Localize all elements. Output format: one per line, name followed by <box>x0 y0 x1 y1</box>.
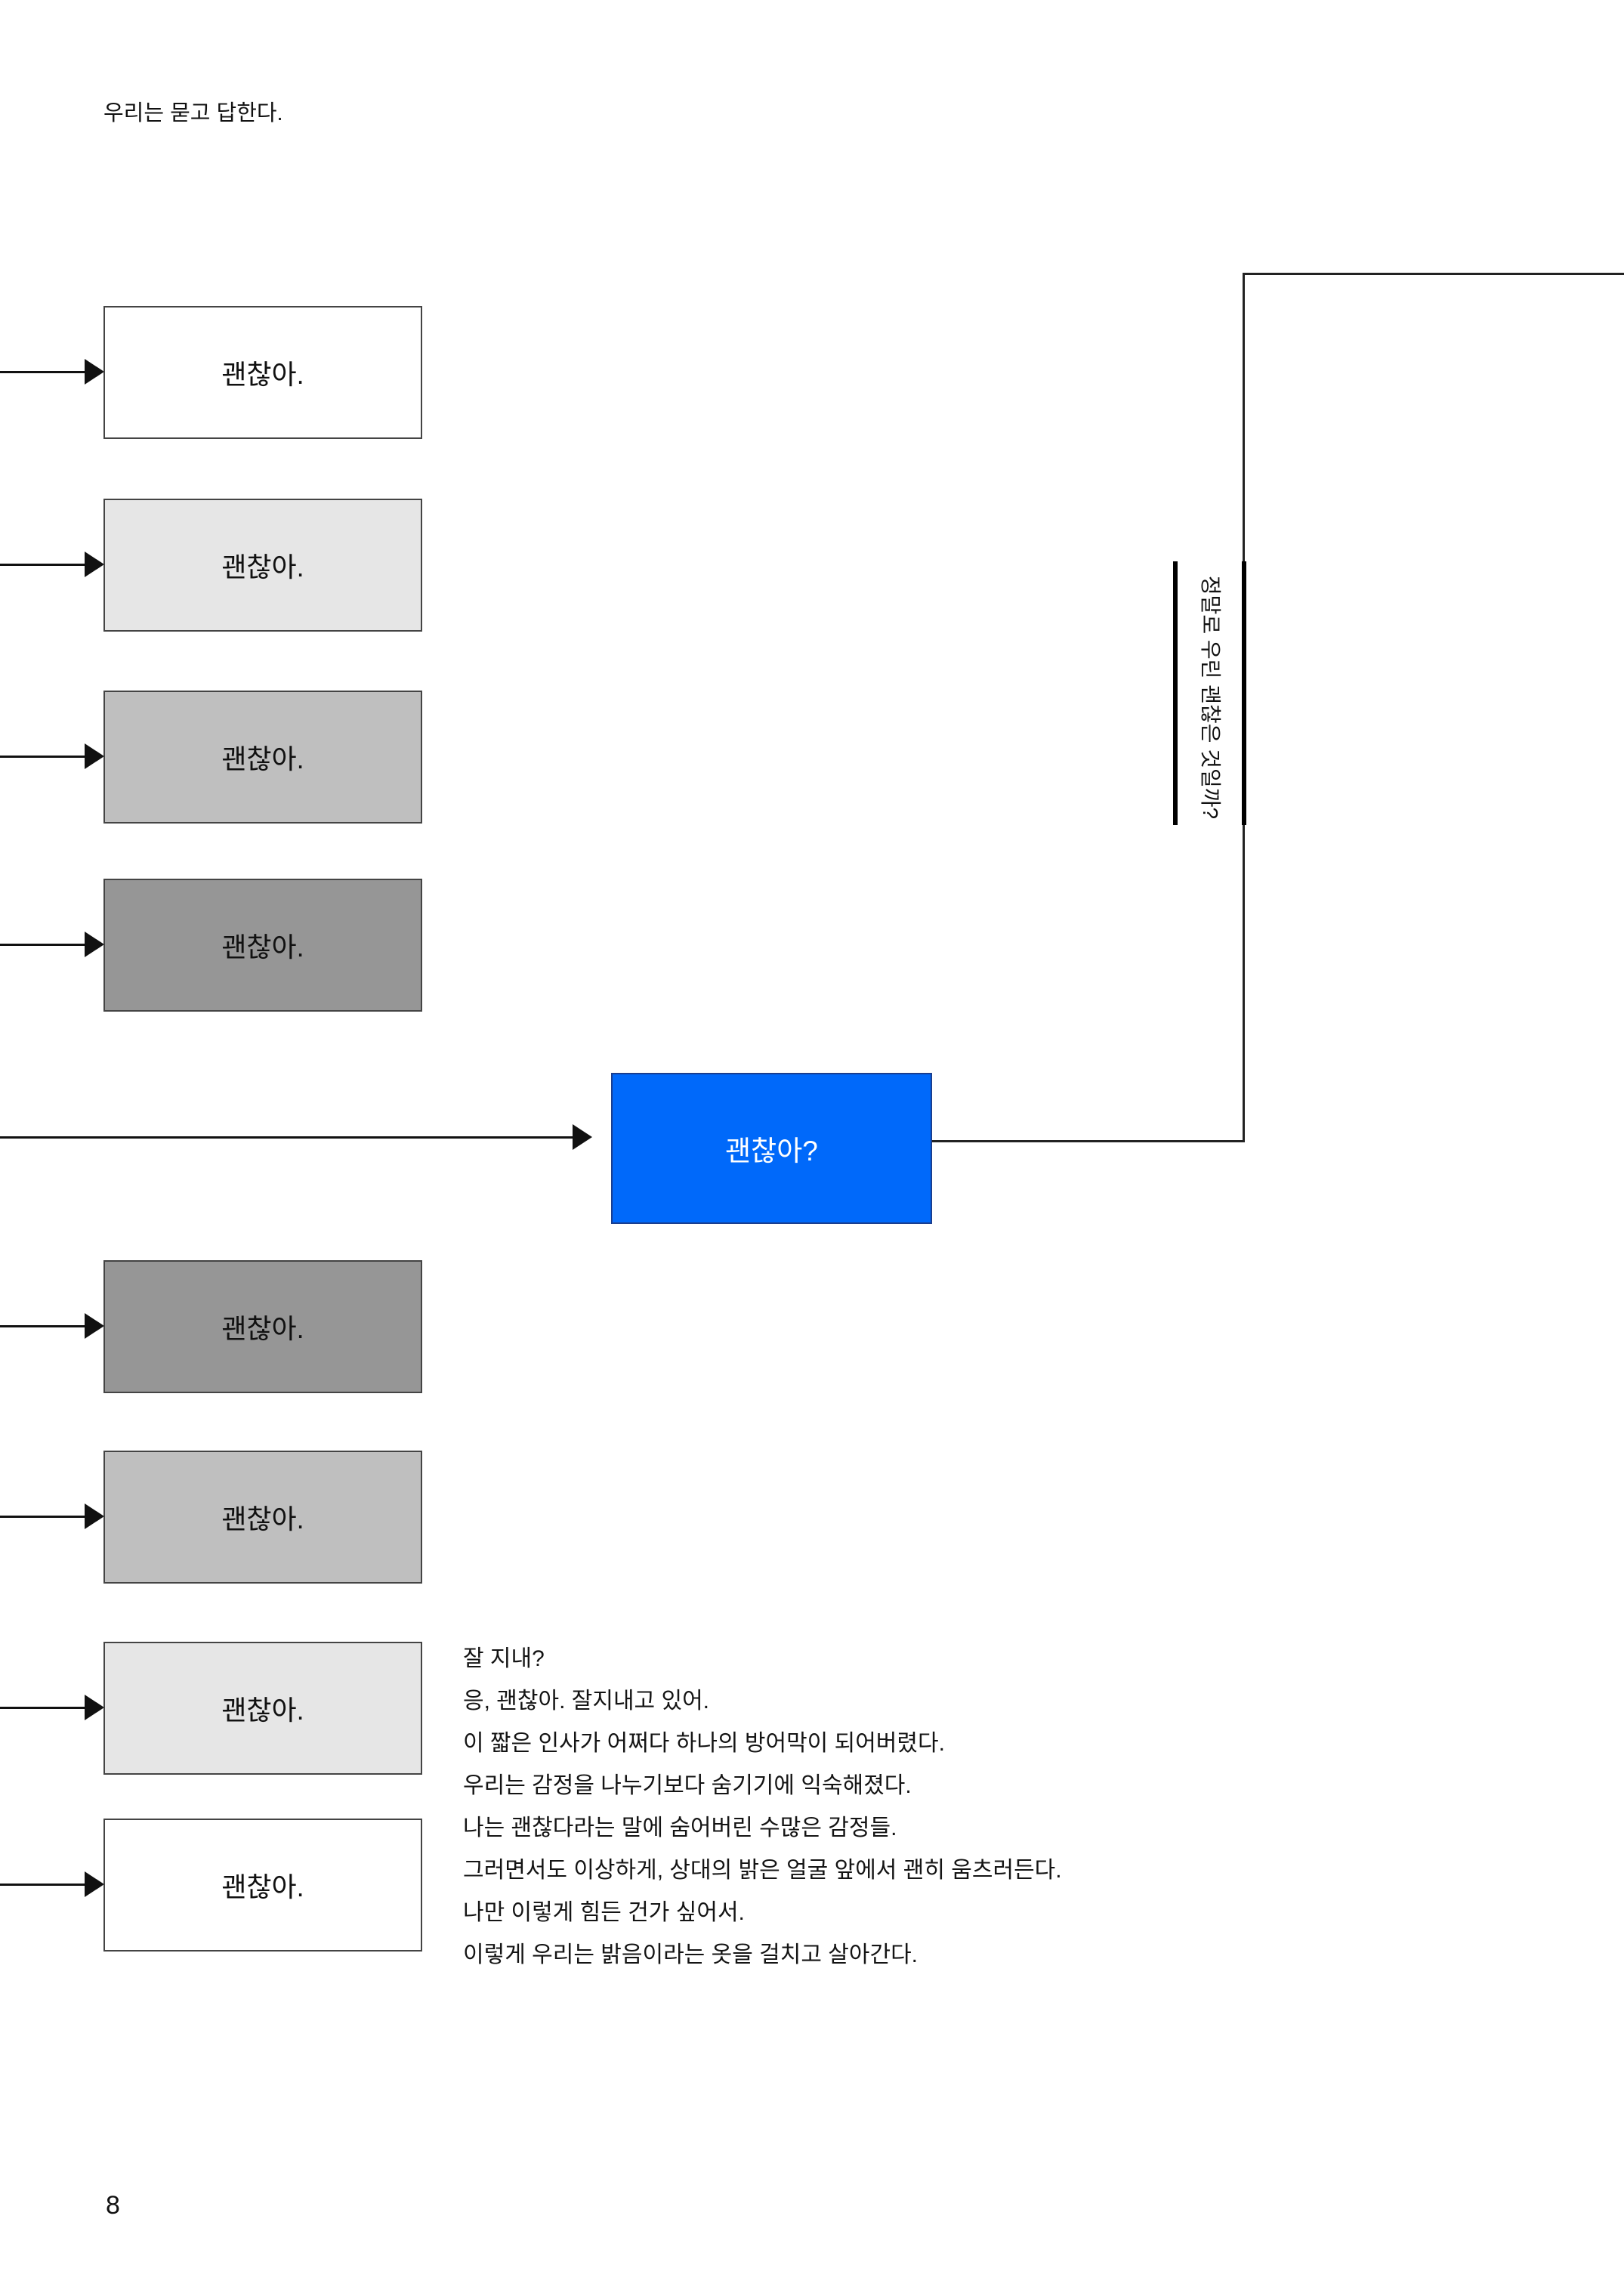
flow-row: 괜찮아. <box>0 306 453 439</box>
flow-row: 괜찮아. <box>0 691 453 824</box>
paragraph-line: 나는 괜찮다라는 말에 숨어버린 수많은 감정들. <box>463 1816 897 1840</box>
flow-row: 괜찮아. <box>0 499 453 632</box>
arrow-line <box>0 944 86 946</box>
answer-box: 괜찮아. <box>103 1260 422 1393</box>
page-number: 8 <box>106 2191 120 2220</box>
flow-row: 괜찮아. <box>0 1819 453 1952</box>
paragraph-line: 이 짧은 인사가 어쩌다 하나의 방어막이 되어버렸다. <box>463 1731 945 1756</box>
body-paragraph: 잘 지내? 응, 괜찮아. 잘지내고 있어. 이 짧은 인사가 어쩌다 하나의 … <box>463 1638 1143 1976</box>
arrow-right-icon <box>85 552 104 577</box>
answer-box: 괜찮아. <box>103 306 422 439</box>
emphasis-bar-right <box>1242 561 1246 825</box>
arrow-right-icon <box>85 1503 104 1529</box>
arrow-line <box>0 1325 86 1327</box>
question-box: 괜찮아? <box>611 1073 932 1224</box>
side-question-vertical-text: 정말로 우린 괜찮은 것일까? <box>1199 575 1222 820</box>
page-title: 우리는 묻고 답한다. <box>103 101 283 125</box>
answer-box: 괜찮아. <box>103 1642 422 1775</box>
arrow-line <box>0 1884 86 1886</box>
paragraph-line: 우리는 감정을 나누기보다 숨기기에 익숙해졌다. <box>463 1773 912 1798</box>
arrow-line <box>0 1136 574 1139</box>
paragraph-line: 나만 이렇게 힘든 건가 싶어서. <box>463 1900 745 1925</box>
arrow-line <box>0 1516 86 1518</box>
arrow-right-icon <box>85 1695 104 1720</box>
paragraph-line: 잘 지내? <box>463 1646 545 1671</box>
arrow-right-icon <box>85 1871 104 1897</box>
arrow-right-icon <box>85 359 104 385</box>
paragraph-line: 그러면서도 이상하게, 상대의 밝은 얼굴 앞에서 괜히 움츠러든다. <box>463 1858 1062 1883</box>
emphasis-bar-left <box>1173 561 1178 825</box>
answer-box: 괜찮아. <box>103 1819 422 1952</box>
paragraph-line: 이렇게 우리는 밝음이라는 옷을 걸치고 살아간다. <box>463 1942 919 1967</box>
arrow-line <box>0 371 86 373</box>
arrow-line <box>0 1707 86 1709</box>
arrow-line <box>0 564 86 566</box>
flow-row: 괜찮아. <box>0 879 453 1012</box>
arrow-right-icon <box>85 932 104 957</box>
answer-box: 괜찮아. <box>103 691 422 824</box>
flow-row: 괜찮아. <box>0 1260 453 1393</box>
paragraph-line: 응, 괜찮아. 잘지내고 있어. <box>463 1689 710 1714</box>
answer-box: 괜찮아. <box>103 499 422 632</box>
arrow-right-icon <box>85 743 104 769</box>
flow-row: 괜찮아. <box>0 1451 453 1584</box>
answer-box: 괜찮아. <box>103 879 422 1012</box>
connector-line-horizontal <box>932 1140 1244 1142</box>
arrow-line <box>0 756 86 758</box>
question-row: 괜찮아? <box>0 1073 944 1224</box>
flow-row: 괜찮아. <box>0 1642 453 1775</box>
answer-box: 괜찮아. <box>103 1451 422 1584</box>
connector-line-top <box>1243 273 1624 275</box>
arrow-right-icon <box>573 1124 592 1150</box>
arrow-right-icon <box>85 1313 104 1339</box>
